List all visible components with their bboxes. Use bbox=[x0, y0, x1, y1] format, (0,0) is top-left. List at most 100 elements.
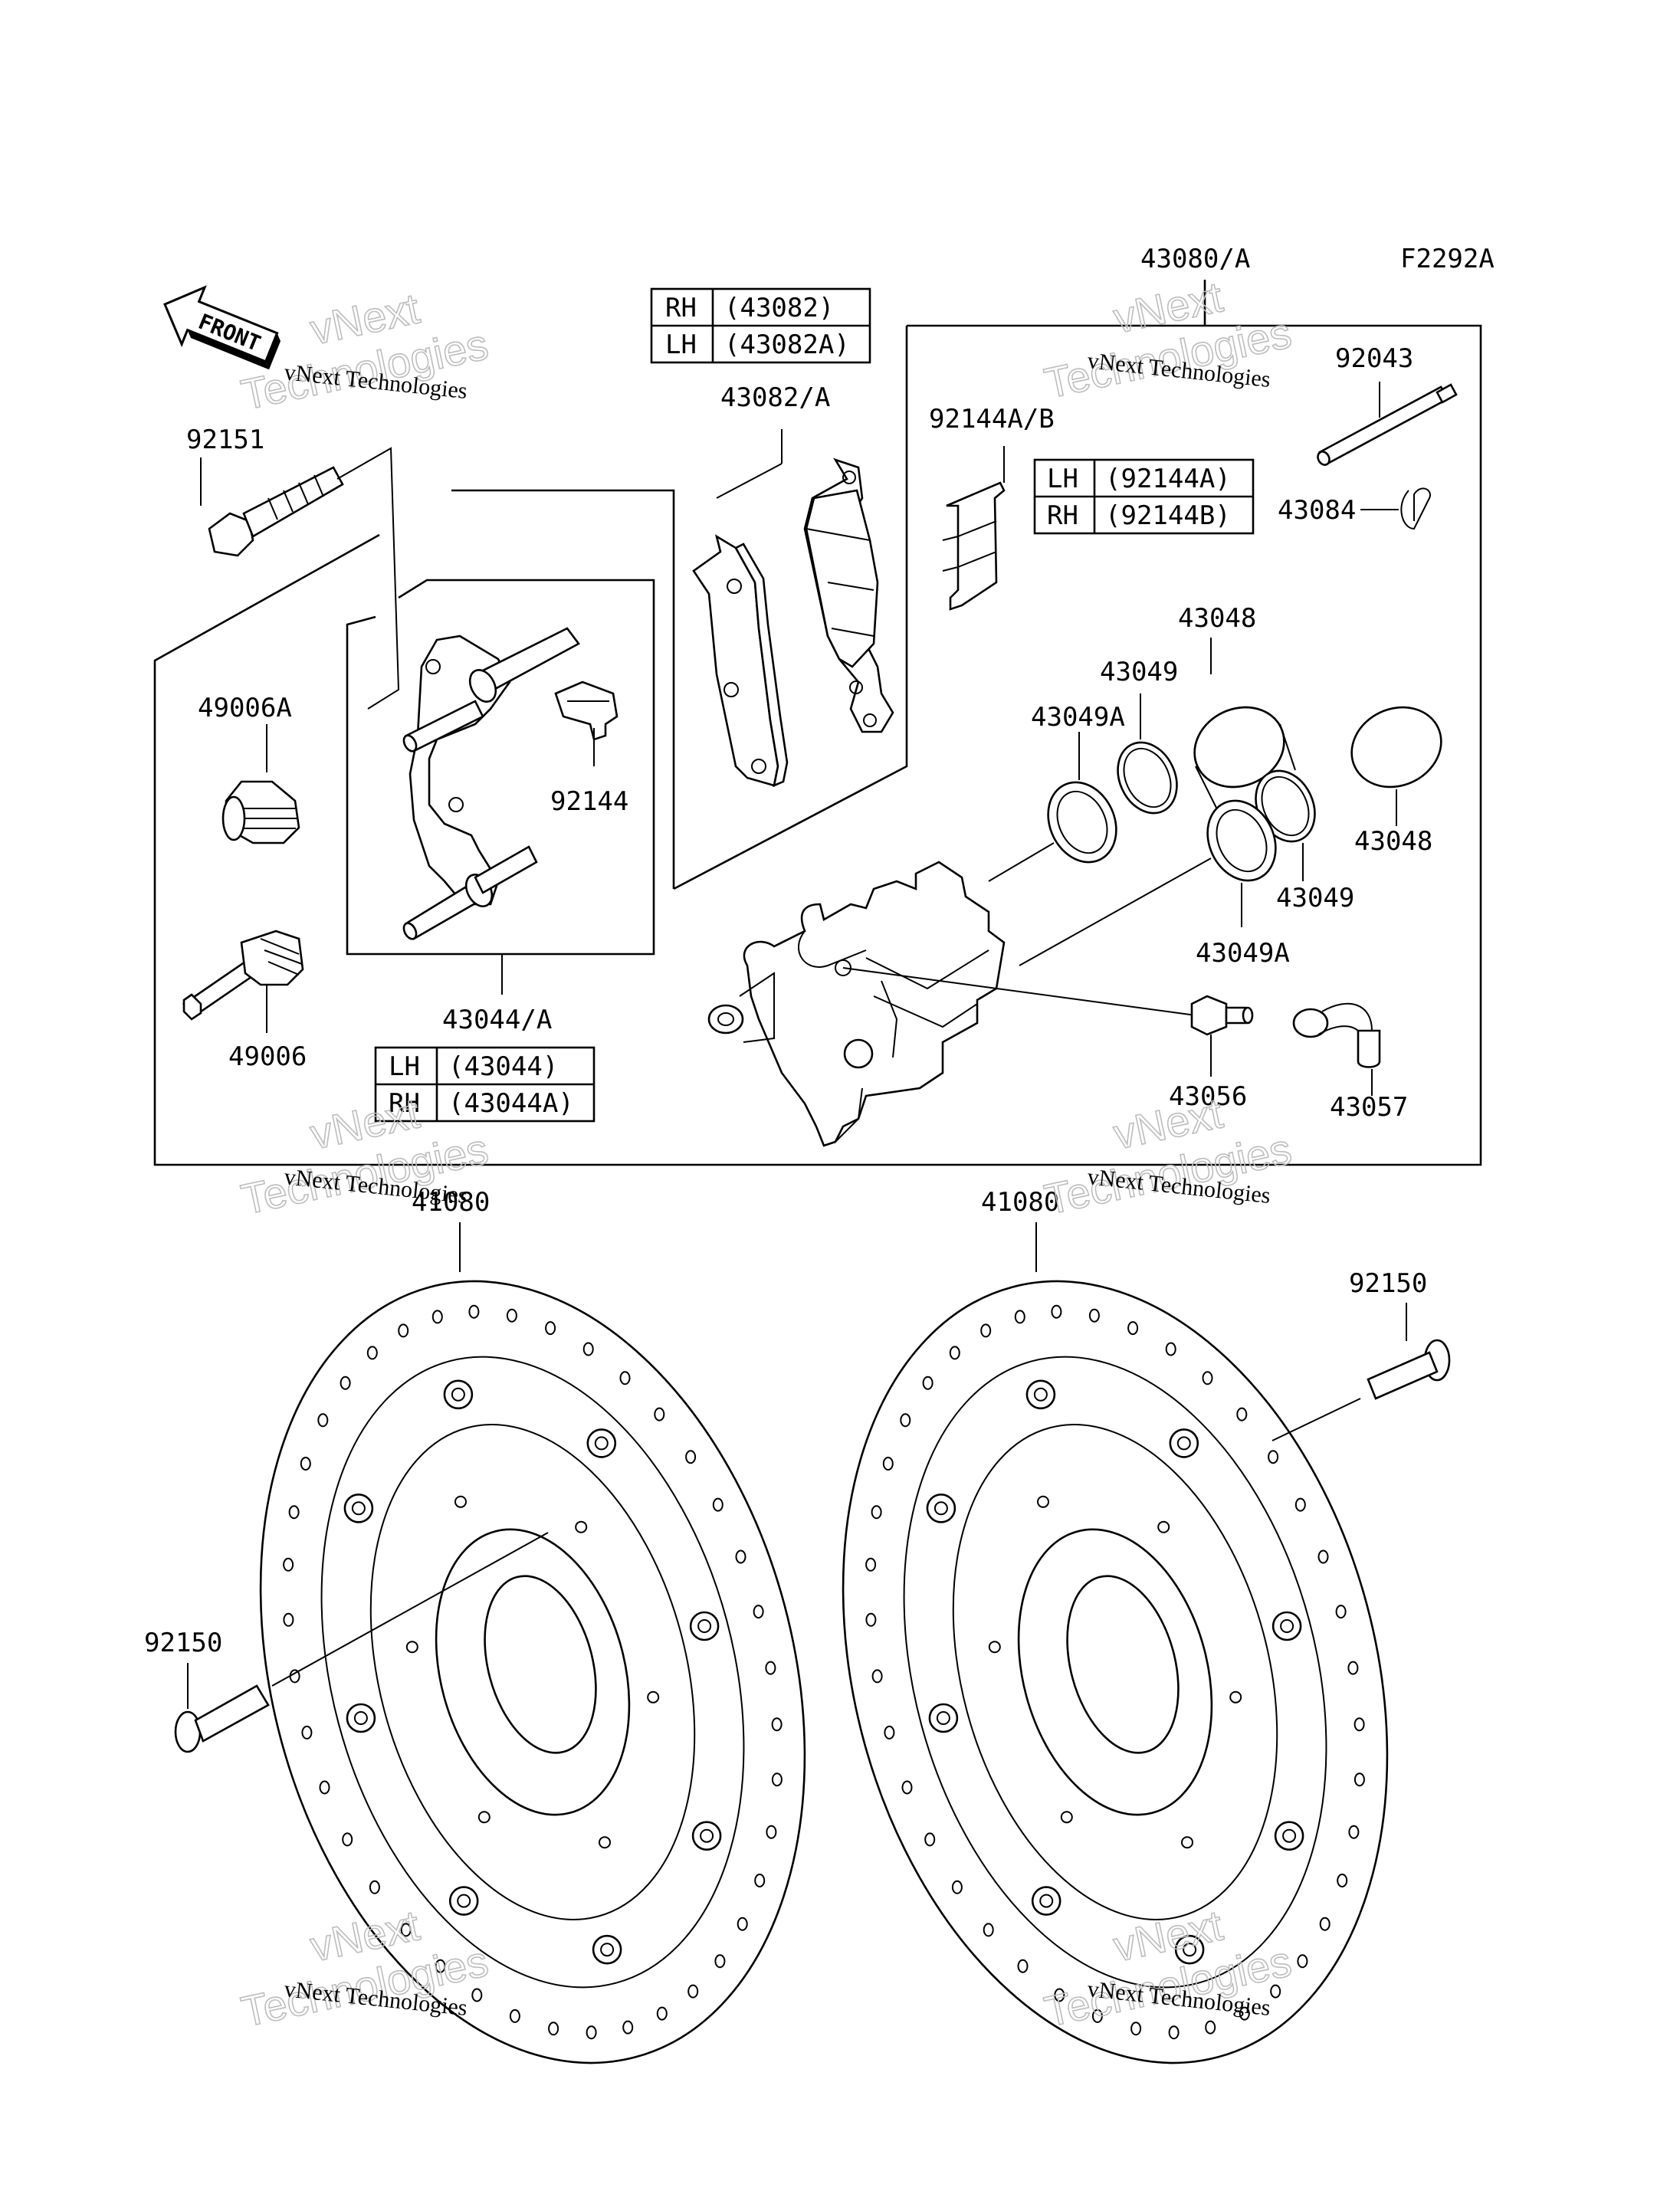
disc-hub-bolt-hole bbox=[454, 1495, 467, 1508]
label-dust-seal-1: 43049A bbox=[1031, 702, 1125, 733]
disc-rivet-center bbox=[700, 1828, 714, 1843]
disc-rivet-center bbox=[1280, 1619, 1294, 1633]
disc-rivet bbox=[691, 1821, 722, 1851]
caliper-body-part bbox=[707, 861, 1196, 1147]
disc-left-holes bbox=[283, 1304, 783, 2040]
pad-table-part-1: (43082) bbox=[724, 293, 834, 323]
disc-hole bbox=[865, 1557, 877, 1572]
holder-spring-part: 92144 bbox=[550, 680, 628, 817]
holder-group-outline: 43044/A bbox=[346, 579, 655, 1035]
label-piston-1: 43048 bbox=[1178, 603, 1256, 634]
disc-rivet bbox=[1031, 1886, 1061, 1916]
disc-hole bbox=[871, 1505, 882, 1520]
pad-side-table: RH (43082) LH (43082A) bbox=[650, 287, 871, 364]
disc-hole bbox=[509, 2008, 520, 2023]
disc-hole bbox=[685, 1450, 697, 1464]
label-bolt-top: 92151 bbox=[186, 425, 264, 455]
pad-table-side-2: LH bbox=[665, 330, 697, 360]
label-pad: 43082/A bbox=[720, 382, 830, 413]
disc-hole bbox=[1091, 2008, 1103, 2023]
disc-rivet-center bbox=[1033, 1387, 1048, 1402]
disc-hole bbox=[771, 1772, 783, 1787]
disc-rivet bbox=[928, 1703, 959, 1733]
holder-table-side-2: RH bbox=[389, 1088, 420, 1119]
disc-hole bbox=[1354, 1717, 1365, 1732]
disc-rivet bbox=[1271, 1611, 1302, 1641]
disc-rivet bbox=[1169, 1428, 1199, 1458]
label-dust-seal-2: 43049A bbox=[1196, 938, 1290, 969]
disc-hole bbox=[1319, 1917, 1331, 1931]
label-bleeder: 43056 bbox=[1169, 1081, 1247, 1112]
disc-hole bbox=[983, 1923, 994, 1937]
disc-hole bbox=[340, 1376, 351, 1390]
figure-code: F2292A bbox=[1400, 244, 1495, 274]
disc-hole bbox=[1337, 1874, 1348, 1887]
disc-rivet bbox=[586, 1428, 617, 1458]
pad-table-side-1: RH bbox=[665, 293, 697, 323]
label-boot: 49006A bbox=[198, 693, 292, 723]
disc-hole bbox=[506, 1308, 517, 1323]
label-holder-spring: 92144 bbox=[550, 786, 628, 817]
pad-spring-part: 92144A/B bbox=[929, 404, 1055, 611]
disc-hub-bolt-hole bbox=[988, 1641, 1001, 1654]
disc-rivet-center bbox=[451, 1387, 465, 1402]
disc-hole bbox=[431, 1310, 443, 1324]
disc-hole bbox=[300, 1457, 311, 1471]
disc-rivet-center bbox=[1282, 1828, 1297, 1843]
label-clip: 43084 bbox=[1278, 495, 1356, 526]
disc-hole bbox=[1088, 1308, 1100, 1323]
disc-hub-bolt-hole bbox=[1037, 1495, 1049, 1508]
disc-hole bbox=[398, 1323, 409, 1338]
spring-table-part-2: (92144B) bbox=[1105, 500, 1231, 531]
disc-hole bbox=[1236, 1407, 1248, 1421]
disc-hole bbox=[1202, 1371, 1213, 1385]
disc-hole bbox=[283, 1557, 294, 1572]
disc-rivet bbox=[592, 1934, 622, 1965]
disc-hole bbox=[619, 1371, 631, 1385]
disc-hole bbox=[1348, 1825, 1360, 1839]
disc-rivet bbox=[443, 1379, 474, 1410]
disc-hole bbox=[1127, 1321, 1139, 1336]
disc-hole bbox=[283, 1612, 294, 1627]
disc-hole bbox=[582, 1342, 594, 1356]
disc-rivet-center bbox=[1176, 1436, 1191, 1451]
disc-rivet-center bbox=[600, 1943, 615, 1957]
holder-table-side-1: LH bbox=[389, 1051, 420, 1082]
disc-hole bbox=[754, 1874, 766, 1887]
disc-rivet bbox=[1174, 1934, 1205, 1965]
disc-hole bbox=[949, 1346, 960, 1360]
disc-hole bbox=[1017, 1959, 1029, 1973]
disc-hole bbox=[545, 1321, 556, 1336]
label-piston-2: 43048 bbox=[1354, 826, 1432, 857]
disc-hole bbox=[714, 1954, 726, 1969]
label-slide-pin: 49006 bbox=[228, 1041, 307, 1072]
disc-hole bbox=[766, 1825, 777, 1839]
disc-hole bbox=[400, 1923, 412, 1937]
disc-hole bbox=[1335, 1605, 1347, 1619]
bleeder-cap-part: 43057 bbox=[1292, 1002, 1408, 1123]
pin-clip-part: 43084 bbox=[1278, 487, 1431, 530]
disc-hole bbox=[1054, 1988, 1065, 2002]
disc-bolt-left-part: 92150 bbox=[144, 1532, 549, 1753]
piston-part: 43048 43048 bbox=[1178, 603, 1442, 857]
disc-hole bbox=[712, 1497, 724, 1512]
disc-hub-bolt-hole bbox=[575, 1520, 588, 1533]
disc-hole bbox=[586, 2025, 597, 2040]
label-holder: 43044/A bbox=[442, 1005, 552, 1035]
spring-side-table: LH (92144A) RH (92144B) bbox=[1033, 458, 1255, 535]
label-seal-2: 43049 bbox=[1276, 883, 1354, 913]
disc-hole bbox=[753, 1605, 764, 1619]
disc-hole bbox=[317, 1413, 329, 1428]
holder-side-table: LH (43044) RH (43044A) bbox=[374, 1046, 596, 1123]
disc-hub-bolt-hole bbox=[599, 1836, 611, 1849]
label-disc-bolt-left: 92150 bbox=[144, 1628, 222, 1658]
disc-rivet-center bbox=[351, 1501, 366, 1516]
disc-hole bbox=[735, 1549, 746, 1564]
disc-hole bbox=[884, 1725, 895, 1740]
disc-hub-bolt-hole bbox=[1181, 1836, 1193, 1849]
disc-hole bbox=[471, 1988, 483, 2002]
disc-hole bbox=[366, 1346, 378, 1360]
disc-rivet bbox=[1025, 1379, 1056, 1410]
